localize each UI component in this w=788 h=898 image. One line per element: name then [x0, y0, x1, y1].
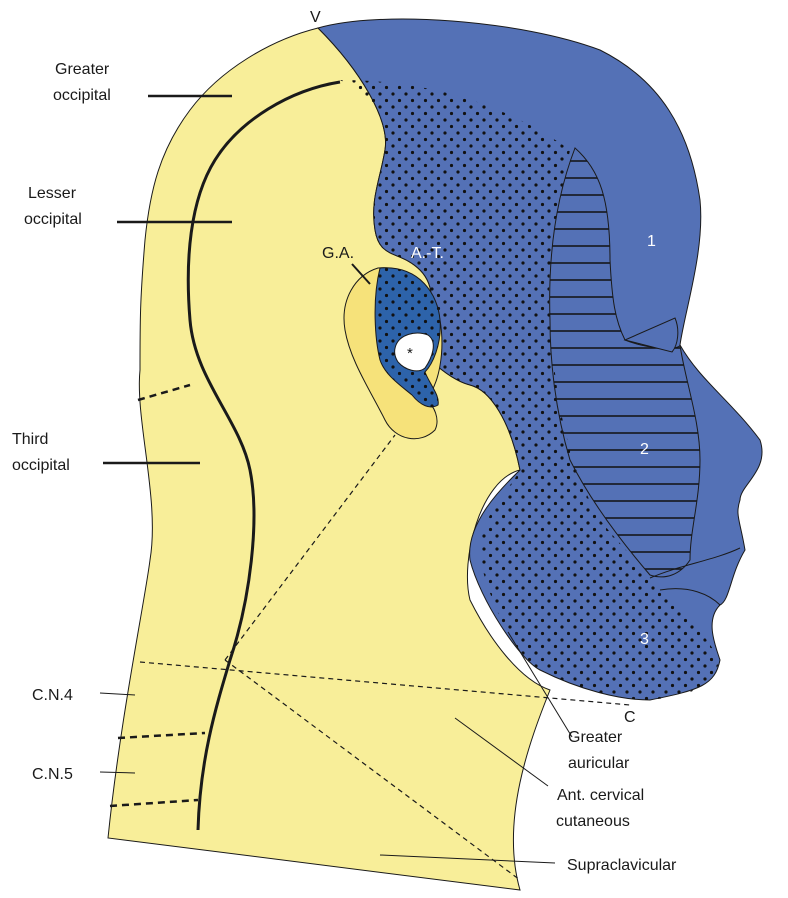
label-zone-1: 1 [647, 233, 656, 250]
label-lesser-occipital-2: occipital [24, 211, 82, 228]
label-third-occipital-1: Third [12, 431, 48, 448]
label-cn4: C.N.4 [32, 687, 73, 704]
label-zone-3: 3 [640, 631, 649, 648]
label-greater-auricular-2: auricular [568, 755, 630, 772]
label-auriculotemporal-abbr: A.-T. [411, 245, 444, 262]
label-third-occipital-2: occipital [12, 457, 70, 474]
label-ant-cervical-2: cutaneous [556, 813, 630, 830]
label-ant-cervical-1: Ant. cervical [557, 787, 644, 804]
label-greater-auricular-1: Greater [568, 729, 623, 746]
label-supraclavicular: Supraclavicular [567, 857, 677, 874]
label-great-auricular-abbr: G.A. [322, 245, 354, 262]
label-greater-occipital-1: Greater [55, 61, 110, 78]
label-asterisk: * [407, 345, 413, 362]
label-lesser-occipital-1: Lesser [28, 185, 77, 202]
label-cn5: C.N.5 [32, 766, 73, 783]
label-zone-2: 2 [640, 441, 649, 458]
label-vertex: V [310, 9, 321, 26]
label-greater-occipital-2: occipital [53, 87, 111, 104]
label-c: C [624, 709, 636, 726]
